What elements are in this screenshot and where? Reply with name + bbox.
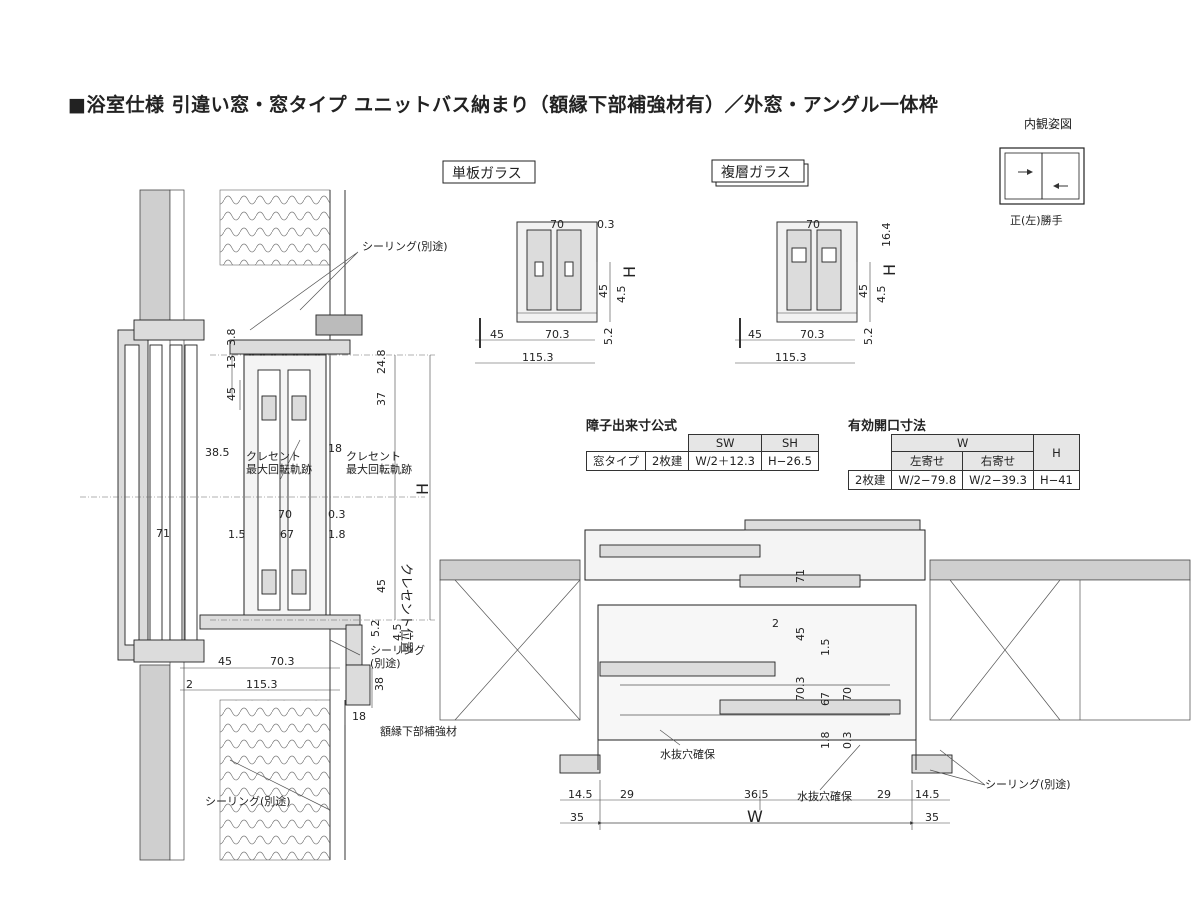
height-label: H bbox=[413, 483, 432, 495]
svg-text:36.5: 36.5 bbox=[744, 788, 769, 801]
svg-text:38.5: 38.5 bbox=[205, 446, 230, 459]
sealing-mid-label: シーリング(別途) bbox=[370, 643, 425, 670]
svg-text:24.8: 24.8 bbox=[375, 350, 388, 375]
sash-formula-table: SW SH 窓タイプ 2枚建 W/2＋12.3 H−26.5 bbox=[586, 434, 819, 471]
sealing-label: シーリング(別途) bbox=[985, 777, 1071, 791]
svg-text:35: 35 bbox=[570, 811, 584, 824]
sash-formula-title: 障子出来寸公式 bbox=[586, 419, 678, 434]
col-right: 右寄せ bbox=[962, 451, 1034, 471]
svg-text:70.3: 70.3 bbox=[270, 655, 295, 668]
inside-view-label: 内観姿図 bbox=[1024, 117, 1072, 131]
svg-text:45: 45 bbox=[597, 284, 610, 298]
svg-text:3.8: 3.8 bbox=[225, 329, 238, 347]
crescent-left-label: クレセント最大回転軌跡 bbox=[246, 450, 312, 476]
svg-text:45: 45 bbox=[375, 579, 388, 593]
svg-text:13: 13 bbox=[225, 355, 238, 369]
vertical-section: シーリング(別途) クレセント最大回転軌跡 クレセント最大回転軌跡 クレセント位… bbox=[80, 189, 457, 861]
svg-text:38: 38 bbox=[373, 677, 386, 691]
svg-text:115.3: 115.3 bbox=[522, 351, 554, 364]
svg-text:H: H bbox=[620, 266, 639, 278]
sealing-bottom-label: シーリング(別途) bbox=[205, 794, 291, 808]
svg-text:115.3: 115.3 bbox=[775, 351, 807, 364]
svg-text:71: 71 bbox=[156, 527, 170, 540]
horizontal-section: 水抜穴確保 水抜穴確保 シーリング(別途) W 71 2 45 1.5 70.3… bbox=[439, 519, 1191, 830]
reinforcement-label: 額縁下部補強材 bbox=[380, 724, 457, 738]
drain-left-label: 水抜穴確保 bbox=[660, 747, 715, 761]
svg-text:45: 45 bbox=[225, 387, 238, 401]
svg-text:5.2: 5.2 bbox=[602, 328, 615, 346]
svg-text:2: 2 bbox=[186, 678, 193, 691]
col-h: H bbox=[1032, 434, 1080, 471]
col-sw: SW bbox=[688, 434, 762, 452]
svg-text:16.4: 16.4 bbox=[880, 223, 893, 248]
col-left: 左寄せ bbox=[891, 451, 964, 471]
svg-text:4.5: 4.5 bbox=[615, 286, 628, 304]
cell-panels: 2枚建 bbox=[644, 451, 690, 471]
drain-right-label: 水抜穴確保 bbox=[797, 789, 852, 803]
svg-text:14.5: 14.5 bbox=[915, 788, 940, 801]
svg-text:45: 45 bbox=[857, 284, 870, 298]
svg-text:37: 37 bbox=[375, 392, 388, 406]
svg-text:18: 18 bbox=[328, 442, 342, 455]
svg-text:1.8: 1.8 bbox=[819, 732, 832, 750]
cell-w-left: W/2−79.8 bbox=[891, 470, 964, 490]
cell-panels: 2枚建 bbox=[847, 470, 893, 490]
svg-text:45: 45 bbox=[490, 328, 504, 341]
sealing-top-label: シーリング(別途) bbox=[362, 239, 448, 253]
svg-text:4.5: 4.5 bbox=[391, 624, 404, 642]
opening-title: 有効開口寸法 bbox=[848, 419, 927, 434]
svg-text:1.5: 1.5 bbox=[819, 639, 832, 657]
col-w: W bbox=[891, 434, 1034, 452]
svg-text:29: 29 bbox=[877, 788, 891, 801]
svg-text:70: 70 bbox=[806, 218, 820, 231]
double-glass-label: 複層ガラス bbox=[721, 164, 791, 181]
double-glass-detail: 複層ガラス 70 16.4 H 45 4.5 45 70.3 5.2 115.3 bbox=[711, 159, 899, 364]
svg-text:1.8: 1.8 bbox=[328, 528, 346, 541]
svg-text:67: 67 bbox=[280, 528, 294, 541]
svg-text:H: H bbox=[880, 264, 899, 276]
svg-text:5.2: 5.2 bbox=[369, 620, 382, 638]
cell-type: 窓タイプ bbox=[586, 451, 646, 471]
svg-text:5.2: 5.2 bbox=[862, 328, 875, 346]
svg-text:0.3: 0.3 bbox=[597, 218, 615, 231]
cell-h: H−41 bbox=[1032, 470, 1080, 490]
cell-sh: H−26.5 bbox=[761, 451, 819, 471]
svg-text:70.3: 70.3 bbox=[794, 677, 807, 702]
svg-text:45: 45 bbox=[218, 655, 232, 668]
inside-view: 内観姿図 正(左)勝手 bbox=[999, 117, 1085, 227]
inside-view-caption: 正(左)勝手 bbox=[1010, 213, 1063, 227]
svg-text:1.5: 1.5 bbox=[228, 528, 246, 541]
svg-text:67: 67 bbox=[819, 692, 832, 706]
svg-text:115.3: 115.3 bbox=[246, 678, 278, 691]
svg-text:18: 18 bbox=[352, 710, 366, 723]
single-glass-label: 単板ガラス bbox=[452, 166, 522, 182]
svg-text:70: 70 bbox=[550, 218, 564, 231]
crescent-right-label: クレセント最大回転軌跡 bbox=[346, 450, 412, 476]
col-sh: SH bbox=[761, 434, 819, 452]
width-label: W bbox=[747, 807, 763, 826]
svg-text:70: 70 bbox=[278, 508, 292, 521]
svg-text:0.3: 0.3 bbox=[328, 508, 346, 521]
svg-text:70.3: 70.3 bbox=[800, 328, 825, 341]
svg-text:4.5: 4.5 bbox=[875, 286, 888, 304]
svg-text:70: 70 bbox=[841, 687, 854, 701]
svg-text:45: 45 bbox=[748, 328, 762, 341]
svg-text:35: 35 bbox=[925, 811, 939, 824]
svg-text:70.3: 70.3 bbox=[545, 328, 570, 341]
cell-w-right: W/2−39.3 bbox=[962, 470, 1034, 490]
single-glass-detail: 単板ガラス 70 0.3 H 45 4.5 45 70.3 5.2 115.3 bbox=[442, 160, 639, 364]
svg-text:29: 29 bbox=[620, 788, 634, 801]
crescent-position-label: クレセント位置 bbox=[398, 563, 413, 654]
opening-table: W H 左寄せ 右寄せ 2枚建 W/2−79.8 W/2−39.3 H−41 bbox=[847, 434, 1080, 490]
page-title: ■浴室仕様 引違い窓・窓タイプ ユニットバス納まり（額縁下部補強材有）／外窓・ア… bbox=[68, 94, 939, 116]
svg-text:0.3: 0.3 bbox=[841, 732, 854, 750]
svg-text:14.5: 14.5 bbox=[568, 788, 593, 801]
svg-text:45: 45 bbox=[794, 627, 807, 641]
cell-sw: W/2＋12.3 bbox=[688, 451, 762, 471]
svg-text:71: 71 bbox=[794, 569, 807, 583]
svg-text:2: 2 bbox=[772, 617, 779, 630]
